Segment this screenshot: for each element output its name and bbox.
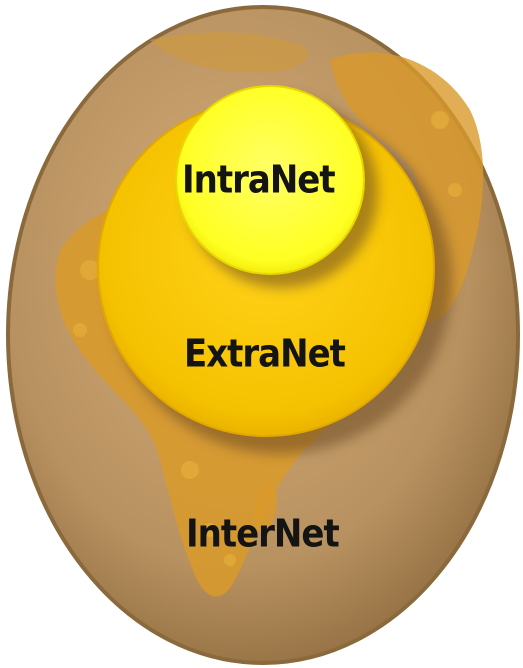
intranet-label: IntraNet (182, 157, 336, 203)
internet-label: InterNet (186, 511, 340, 557)
intranet-circle (175, 85, 365, 275)
intranet-circle-group (175, 85, 378, 288)
europe-landmass (150, 32, 309, 73)
madagascar-landmass (254, 482, 278, 534)
extranet-label: ExtraNet (184, 331, 346, 377)
